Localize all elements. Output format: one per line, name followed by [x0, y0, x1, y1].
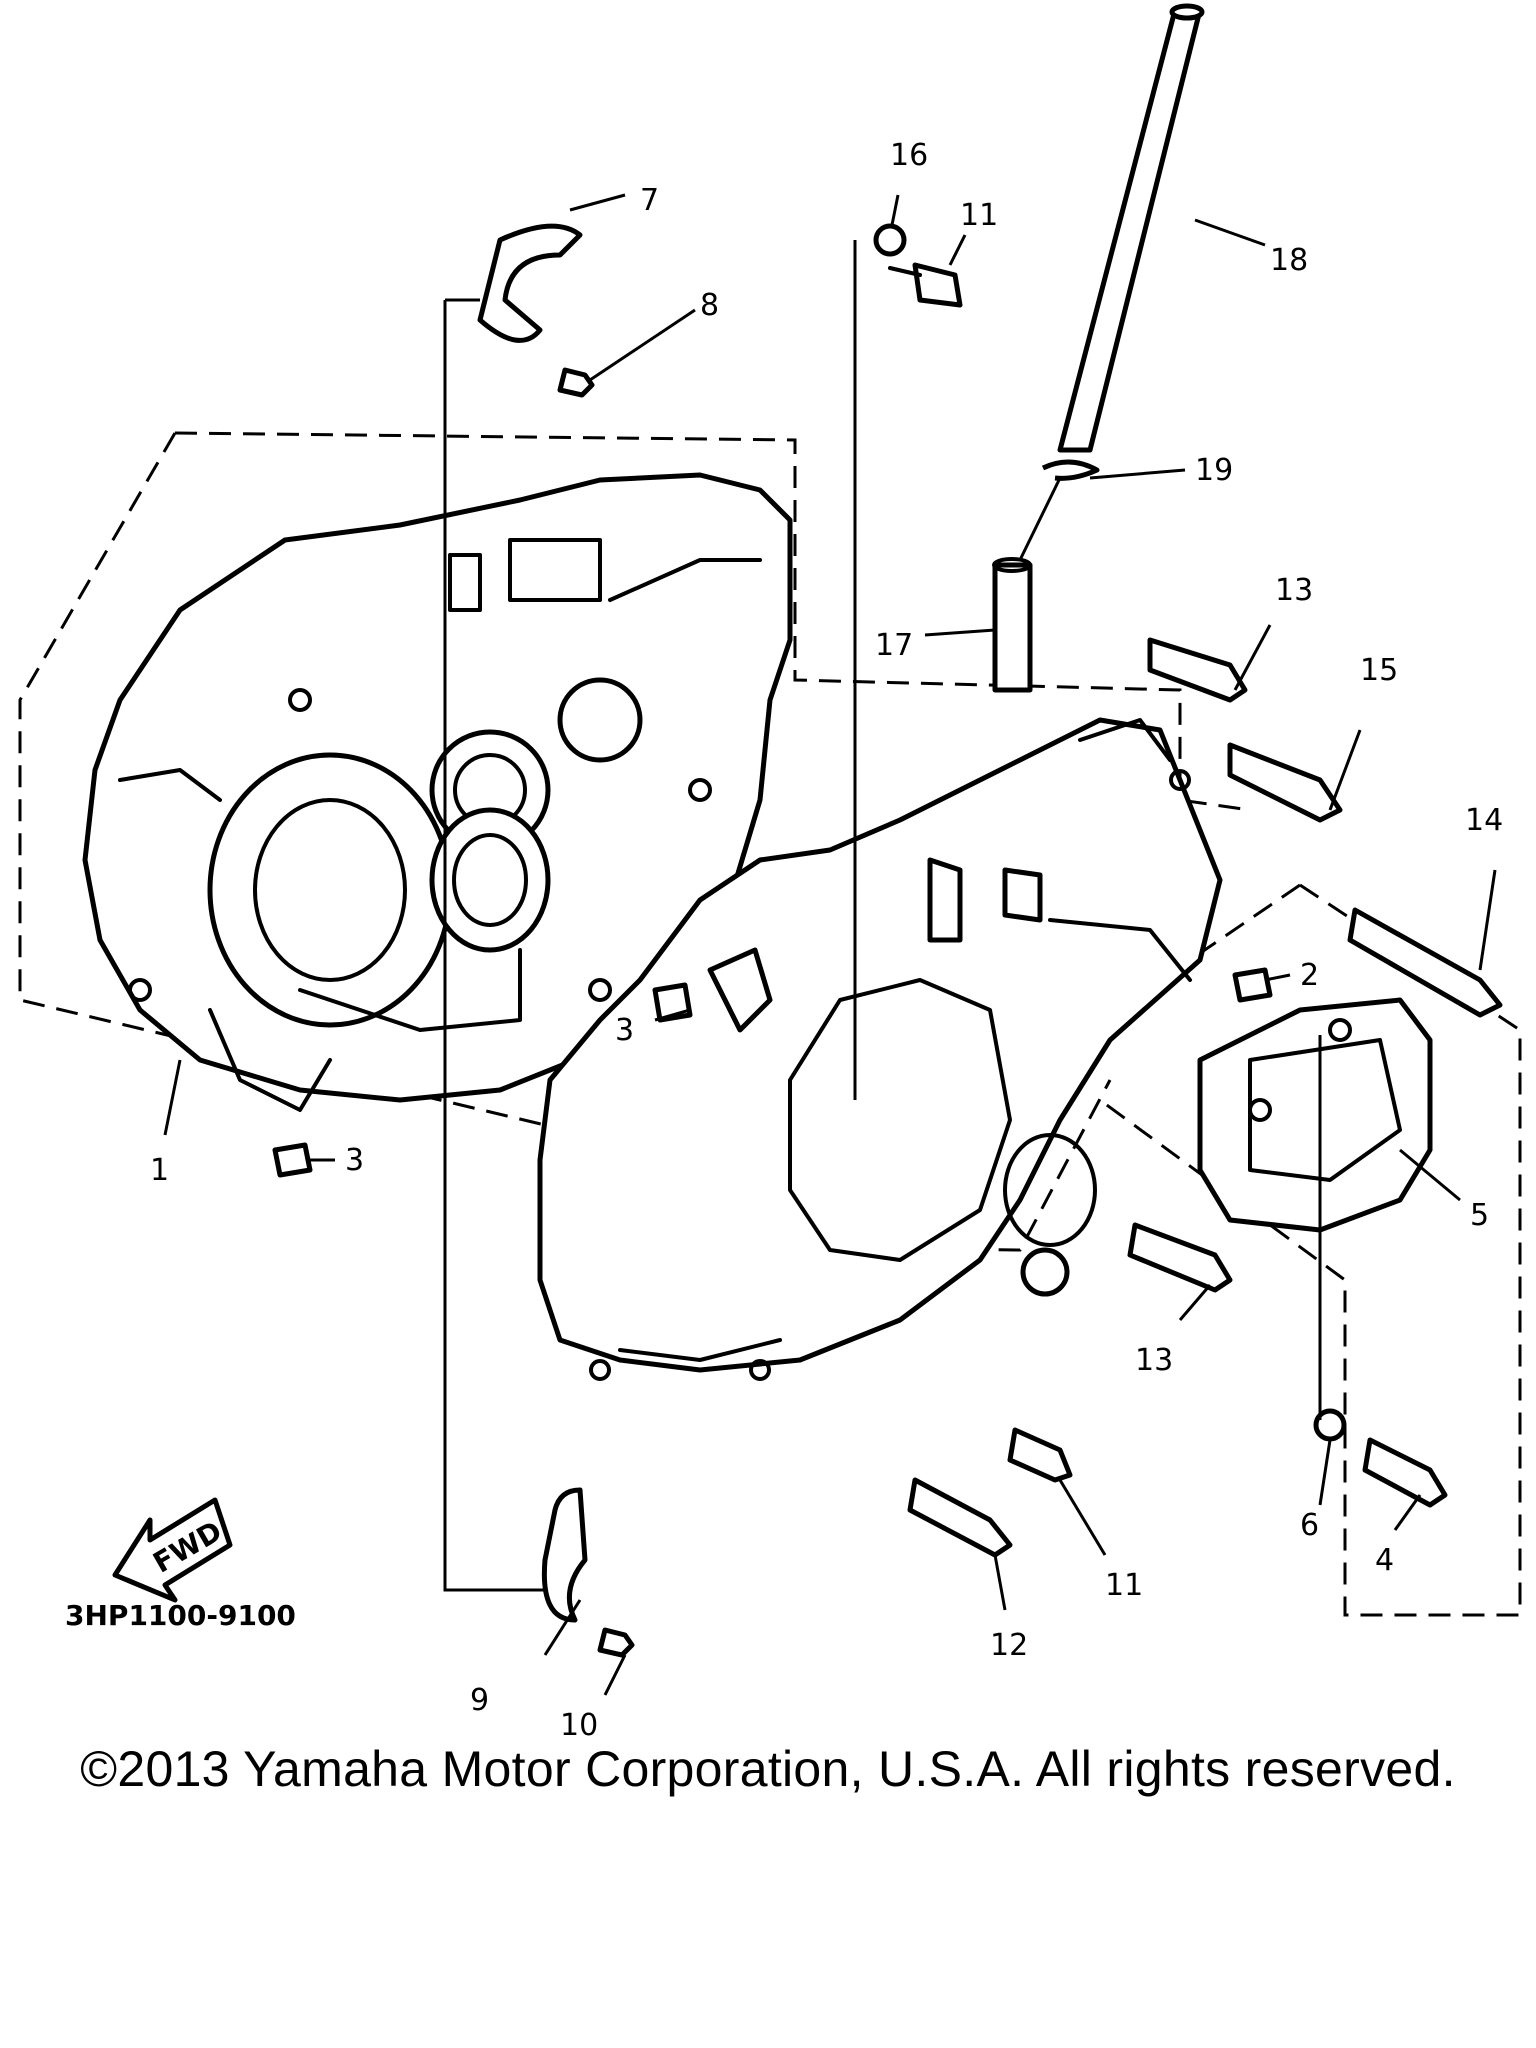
- callout-11-bottom: 11: [1105, 1568, 1143, 1603]
- callout-5: 5: [1470, 1198, 1489, 1233]
- callout-19: 19: [1195, 453, 1233, 488]
- callout-leaders: [163, 193, 1497, 1696]
- callout-13-top: 13: [1275, 573, 1313, 608]
- callout-13-bottom: 13: [1135, 1343, 1173, 1378]
- left-crankcase-half: [82, 472, 793, 1112]
- callout-18: 18: [1270, 243, 1308, 278]
- fasteners: [272, 223, 1503, 1658]
- callout-3-center: 3: [615, 1013, 634, 1048]
- callout-10: 10: [560, 1708, 598, 1743]
- callout-9: 9: [470, 1683, 489, 1718]
- callout-16: 16: [890, 138, 928, 173]
- part-code: 3HP1100-9100: [65, 1599, 296, 1632]
- callout-12: 12: [990, 1628, 1028, 1663]
- callout-14: 14: [1465, 803, 1503, 838]
- callout-8: 8: [700, 288, 719, 323]
- callout-numbers: 7 8 16 11 18 19 17 13 15 14 2 5 3 3 13 6…: [150, 138, 1503, 1743]
- cover: [1197, 997, 1433, 1233]
- callout-2: 2: [1300, 958, 1319, 993]
- callout-4: 4: [1375, 1543, 1394, 1578]
- callout-1: 1: [150, 1153, 169, 1188]
- breather-pipe: [992, 3, 1205, 693]
- callout-7: 7: [640, 183, 659, 218]
- copyright-notice: ©2013 Yamaha Motor Corporation, U.S.A. A…: [80, 1741, 1456, 1797]
- callout-17: 17: [875, 628, 913, 663]
- callout-15: 15: [1360, 653, 1398, 688]
- right-crankcase-half: [537, 717, 1223, 1381]
- callout-6: 6: [1300, 1508, 1319, 1543]
- callout-11-top: 11: [960, 198, 998, 233]
- callout-3-left: 3: [345, 1143, 364, 1178]
- fwd-arrow: FWD: [112, 1497, 233, 1603]
